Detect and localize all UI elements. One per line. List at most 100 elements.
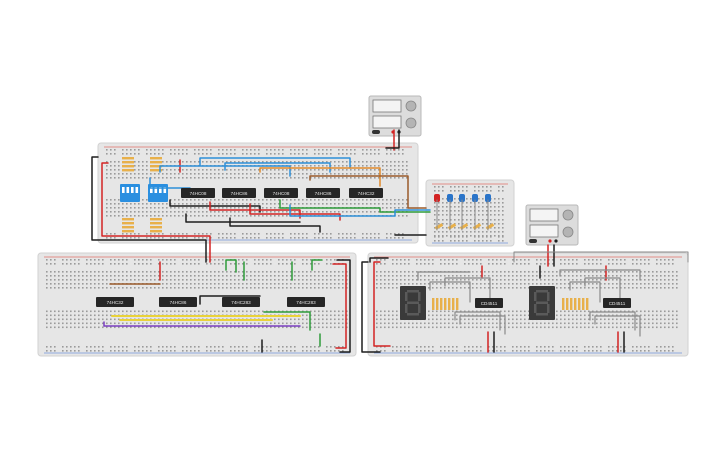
strip-hole[interactable] [178, 275, 180, 277]
strip-hole[interactable] [512, 287, 514, 289]
strip-hole[interactable] [536, 271, 538, 273]
strip-hole[interactable] [358, 169, 360, 171]
strip-hole[interactable] [102, 271, 104, 273]
rail-hole[interactable] [462, 240, 464, 242]
strip-hole[interactable] [102, 322, 104, 325]
strip-hole[interactable] [458, 206, 460, 208]
rail-hole[interactable] [258, 153, 260, 155]
strip-hole[interactable] [548, 322, 550, 325]
strip-hole[interactable] [246, 173, 248, 175]
dip-toggle[interactable] [131, 187, 134, 193]
strip-hole[interactable] [230, 169, 232, 171]
strip-hole[interactable] [648, 326, 650, 329]
strip-hole[interactable] [278, 322, 280, 325]
strip-hole[interactable] [258, 322, 260, 325]
strip-hole[interactable] [386, 173, 388, 175]
strip-hole[interactable] [442, 227, 444, 229]
strip-hole[interactable] [126, 207, 128, 209]
strip-hole[interactable] [484, 287, 486, 289]
rail-hole[interactable] [620, 259, 622, 261]
strip-hole[interactable] [234, 275, 236, 277]
rail-hole[interactable] [432, 259, 434, 261]
rail-hole[interactable] [102, 346, 104, 348]
strip-hole[interactable] [338, 177, 340, 179]
strip-hole[interactable] [194, 169, 196, 171]
rail-hole[interactable] [458, 240, 460, 242]
wire-blue-led[interactable] [289, 204, 431, 217]
strip-hole[interactable] [640, 310, 642, 313]
strip-hole[interactable] [46, 271, 48, 273]
rail-hole[interactable] [242, 237, 244, 239]
strip-hole[interactable] [234, 199, 236, 201]
strip-hole[interactable] [118, 310, 120, 313]
rail-hole[interactable] [74, 263, 76, 265]
rail-hole[interactable] [588, 350, 590, 352]
strip-hole[interactable] [584, 310, 586, 313]
strip-hole[interactable] [150, 215, 152, 217]
rail-hole[interactable] [162, 259, 164, 261]
strip-hole[interactable] [392, 279, 394, 281]
strip-hole[interactable] [98, 271, 100, 273]
strip-hole[interactable] [270, 177, 272, 179]
strip-hole[interactable] [540, 279, 542, 281]
rail-hole[interactable] [632, 263, 634, 265]
strip-hole[interactable] [498, 219, 500, 221]
rail-hole[interactable] [474, 240, 476, 242]
rail-hole[interactable] [118, 263, 120, 265]
strip-hole[interactable] [676, 287, 678, 289]
rail-hole[interactable] [226, 153, 228, 155]
rail-hole[interactable] [146, 237, 148, 239]
strip-hole[interactable] [98, 283, 100, 285]
strip-hole[interactable] [632, 283, 634, 285]
strip-hole[interactable] [130, 215, 132, 217]
rail-hole[interactable] [198, 259, 200, 261]
chip-left-2[interactable]: 74HC283 [222, 297, 260, 307]
strip-hole[interactable] [238, 283, 240, 285]
strip-hole[interactable] [374, 169, 376, 171]
strip-hole[interactable] [166, 287, 168, 289]
strip-hole[interactable] [428, 310, 430, 313]
strip-hole[interactable] [382, 169, 384, 171]
strip-hole[interactable] [114, 199, 116, 201]
rail-hole[interactable] [318, 263, 320, 265]
dip-toggle[interactable] [154, 187, 158, 193]
rail-hole[interactable] [134, 153, 136, 155]
strip-hole[interactable] [98, 314, 100, 317]
strip-hole[interactable] [676, 271, 678, 273]
resistor-bank-bottom-left-1[interactable] [122, 218, 134, 233]
strip-hole[interactable] [524, 310, 526, 313]
strip-hole[interactable] [266, 287, 268, 289]
strip-hole[interactable] [496, 275, 498, 277]
strip-hole[interactable] [226, 177, 228, 179]
strip-hole[interactable] [402, 177, 404, 179]
strip-hole[interactable] [466, 227, 468, 229]
strip-hole[interactable] [600, 326, 602, 329]
strip-hole[interactable] [98, 310, 100, 313]
resistor-bank-right-2[interactable] [562, 298, 589, 310]
strip-hole[interactable] [198, 161, 200, 163]
strip-hole[interactable] [250, 203, 252, 205]
strip-hole[interactable] [130, 203, 132, 205]
strip-hole[interactable] [486, 219, 488, 221]
rail-hole[interactable] [450, 236, 452, 238]
strip-hole[interactable] [114, 207, 116, 209]
strip-hole[interactable] [330, 283, 332, 285]
rail-hole[interactable] [524, 259, 526, 261]
strip-hole[interactable] [482, 231, 484, 233]
resistor-icon[interactable] [452, 298, 455, 310]
strip-hole[interactable] [416, 326, 418, 329]
strip-hole[interactable] [366, 177, 368, 179]
strip-hole[interactable] [162, 310, 164, 313]
strip-hole[interactable] [162, 322, 164, 325]
resistor-icon[interactable] [150, 165, 162, 168]
rail-hole[interactable] [524, 346, 526, 348]
chip-top-4[interactable]: 74HC32 [349, 188, 383, 198]
strip-hole[interactable] [246, 279, 248, 281]
strip-hole[interactable] [58, 287, 60, 289]
strip-hole[interactable] [66, 279, 68, 281]
strip-hole[interactable] [210, 310, 212, 313]
rail-hole[interactable] [226, 233, 228, 235]
strip-hole[interactable] [396, 279, 398, 281]
rail-hole[interactable] [464, 350, 466, 352]
rail-hole[interactable] [612, 263, 614, 265]
